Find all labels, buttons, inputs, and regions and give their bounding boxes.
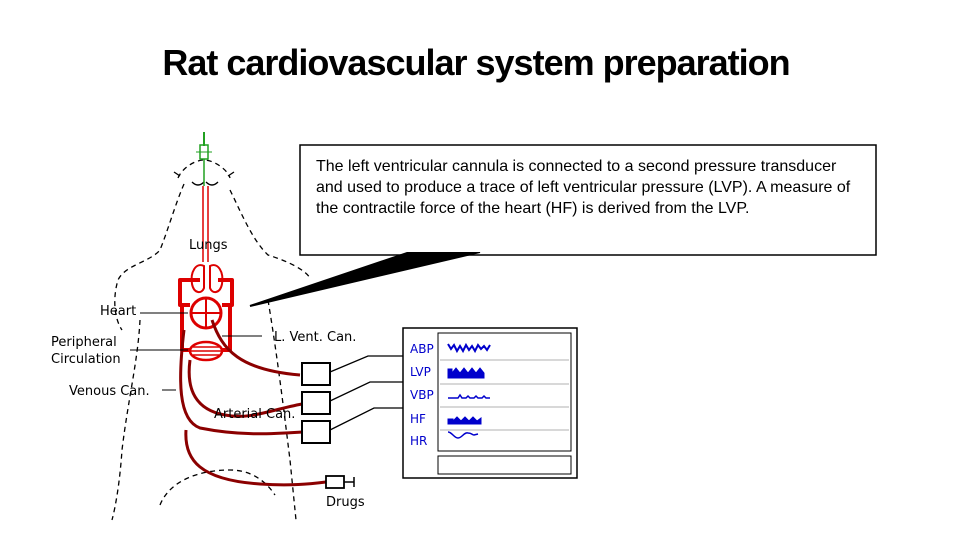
callout-box [249, 144, 877, 307]
channel-vbp: VBP [410, 388, 434, 402]
transducer-vbp [301, 391, 331, 415]
transducer-abp [301, 420, 331, 444]
rat-outline [111, 159, 311, 521]
label-peripheral-1: Peripheral [51, 335, 117, 350]
transducer-boxes [301, 362, 331, 444]
page-title: Rat cardiovascular system preparation [162, 42, 790, 83]
trace-abp [447, 342, 491, 354]
trace-vbp [448, 393, 490, 399]
rat-head [173, 171, 235, 186]
trace-lvp [447, 367, 485, 379]
peripheral-circulation-icon [188, 340, 224, 362]
transducer-wires [329, 355, 404, 431]
label-lungs: Lungs [189, 238, 228, 253]
heart-icon [189, 296, 223, 330]
drug-syringe-icon [325, 475, 355, 489]
monitor-panel: ABP LVP VBP HF HR [402, 327, 578, 479]
label-drugs: Drugs [326, 495, 365, 510]
label-leaders [130, 312, 262, 391]
channel-hf: HF [410, 412, 426, 426]
label-lvent: L. Vent. Can. [274, 330, 356, 345]
trace-hr [447, 431, 479, 439]
channel-abp: ABP [410, 342, 434, 356]
tracheal-cannula-icon [196, 132, 212, 186]
cannula-lines [179, 319, 327, 487]
label-arterial: Arterial Can. [214, 407, 295, 422]
callout-text: The left ventricular cannula is connecte… [316, 158, 851, 217]
label-peripheral-2: Circulation [51, 352, 121, 367]
channel-hr: HR [410, 434, 427, 448]
label-venous: Venous Can. [69, 384, 150, 399]
channel-lvp: LVP [410, 365, 431, 379]
lungs-icon [190, 186, 224, 294]
trace-hf [447, 416, 482, 425]
transducer-lvp [301, 362, 331, 386]
label-heart: Heart [100, 304, 136, 319]
